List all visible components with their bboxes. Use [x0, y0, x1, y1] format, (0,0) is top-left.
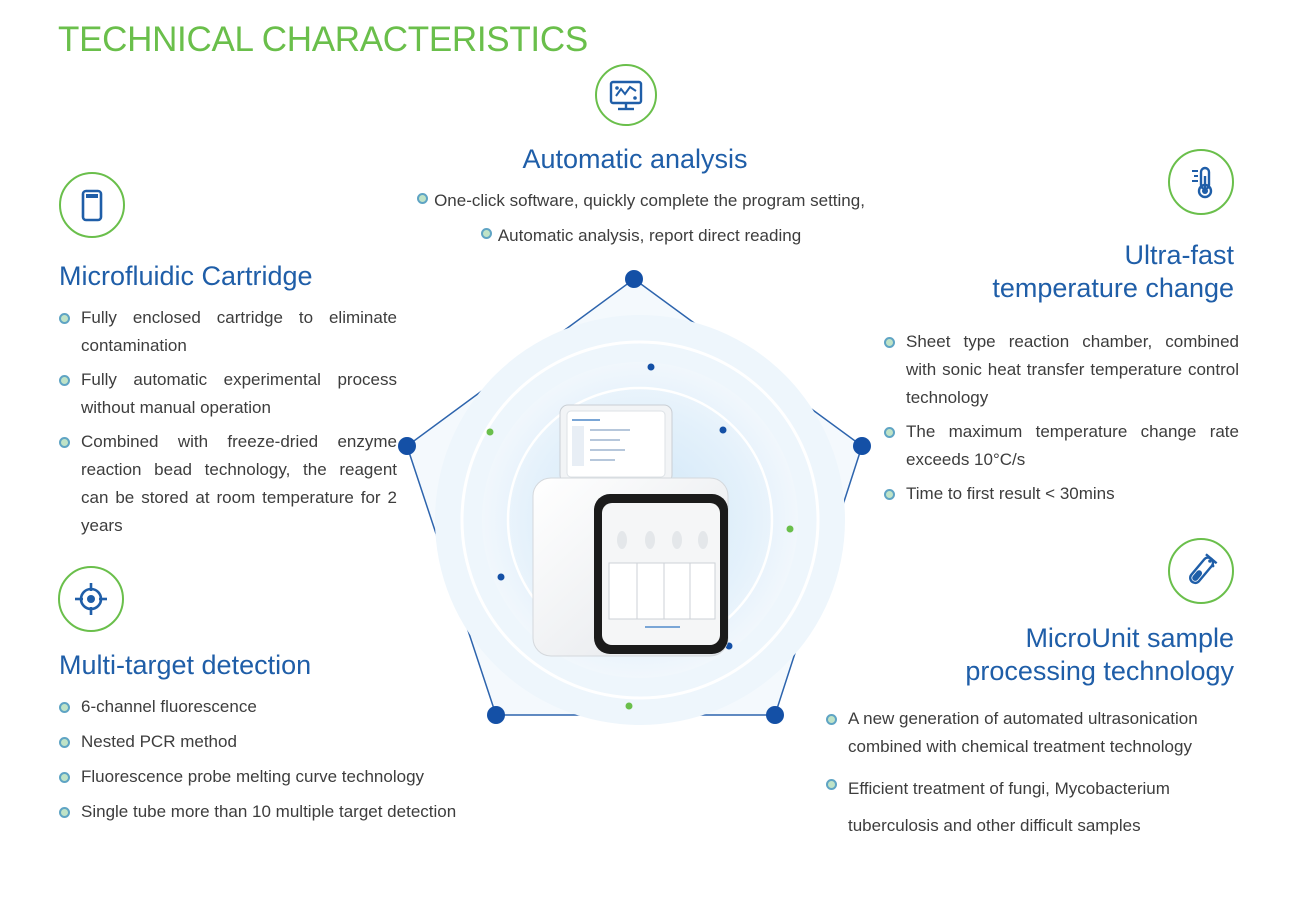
orbit-dot: [786, 525, 794, 533]
list-item: Fully automatic experimental process wit…: [59, 366, 397, 422]
list-item: The maximum temperature change rate exce…: [884, 418, 1239, 474]
orbit-dot: [625, 702, 633, 710]
list-item: Automatic analysis, report direct readin…: [340, 221, 920, 251]
microfluidic-list: Fully enclosed cartridge to eliminate co…: [59, 304, 397, 540]
pentagon-node: [625, 270, 643, 288]
orbit-dot: [647, 363, 655, 371]
list-item: Fully enclosed cartridge to eliminate co…: [59, 304, 397, 360]
automatic-analysis-title: Automatic analysis: [522, 144, 748, 174]
list-item: One-click software, quickly complete the…: [340, 186, 920, 216]
list-item: Single tube more than 10 multiple target…: [59, 798, 529, 826]
thermometer-icon: [1168, 149, 1234, 215]
list-item: Combined with freeze-dried enzyme reacti…: [59, 428, 397, 540]
pentagon-node: [487, 706, 505, 724]
page-title: TECHNICAL CHARACTERISTICS: [58, 20, 588, 59]
temperature-list: Sheet type reaction chamber, combined wi…: [884, 328, 1239, 508]
cartridge-icon: [59, 172, 125, 238]
list-item: Time to first result < 30mins: [884, 480, 1239, 508]
list-item: A new generation of automated ultrasonic…: [826, 705, 1240, 761]
microunit-title-line2: processing technology: [965, 656, 1234, 686]
microunit-list: A new generation of automated ultrasonic…: [826, 705, 1240, 844]
temperature-title-line2: temperature change: [992, 273, 1234, 303]
pentagon-diagram: [398, 270, 871, 725]
halo-mid: [460, 340, 820, 700]
multi-target-list: 6-channel fluorescence Nested PCR method…: [59, 693, 529, 826]
microfluidic-title: Microfluidic Cartridge: [59, 261, 313, 291]
orbit-dot: [486, 428, 494, 436]
test-tube-icon: [1168, 538, 1234, 604]
temperature-title-line1: Ultra-fast: [1124, 240, 1234, 270]
orbit-dot: [719, 426, 727, 434]
list-item: Sheet type reaction chamber, combined wi…: [884, 328, 1239, 412]
pentagon-node: [398, 437, 416, 455]
microunit-title-line1: MicroUnit sample: [1025, 623, 1234, 653]
list-item: Efficient treatment of fungi, Mycobacter…: [826, 770, 1240, 844]
bullet-icon: [480, 228, 492, 239]
pentagon-node: [766, 706, 784, 724]
automatic-analysis-list: One-click software, quickly complete the…: [340, 186, 920, 251]
list-item: Fluorescence probe melting curve technol…: [59, 763, 529, 791]
microunit-title: MicroUnit sample processing technology: [965, 622, 1234, 688]
monitor-icon: [595, 64, 657, 126]
bullet-icon: [417, 193, 429, 204]
pentagon-node: [853, 437, 871, 455]
orbit-dot: [497, 573, 505, 581]
target-icon: [58, 566, 124, 632]
device-illustration: [532, 404, 729, 657]
temperature-title: Ultra-fast temperature change: [992, 239, 1234, 305]
list-item: 6-channel fluorescence: [59, 693, 529, 721]
list-item: Nested PCR method: [59, 728, 529, 756]
multi-target-title: Multi-target detection: [59, 650, 312, 680]
